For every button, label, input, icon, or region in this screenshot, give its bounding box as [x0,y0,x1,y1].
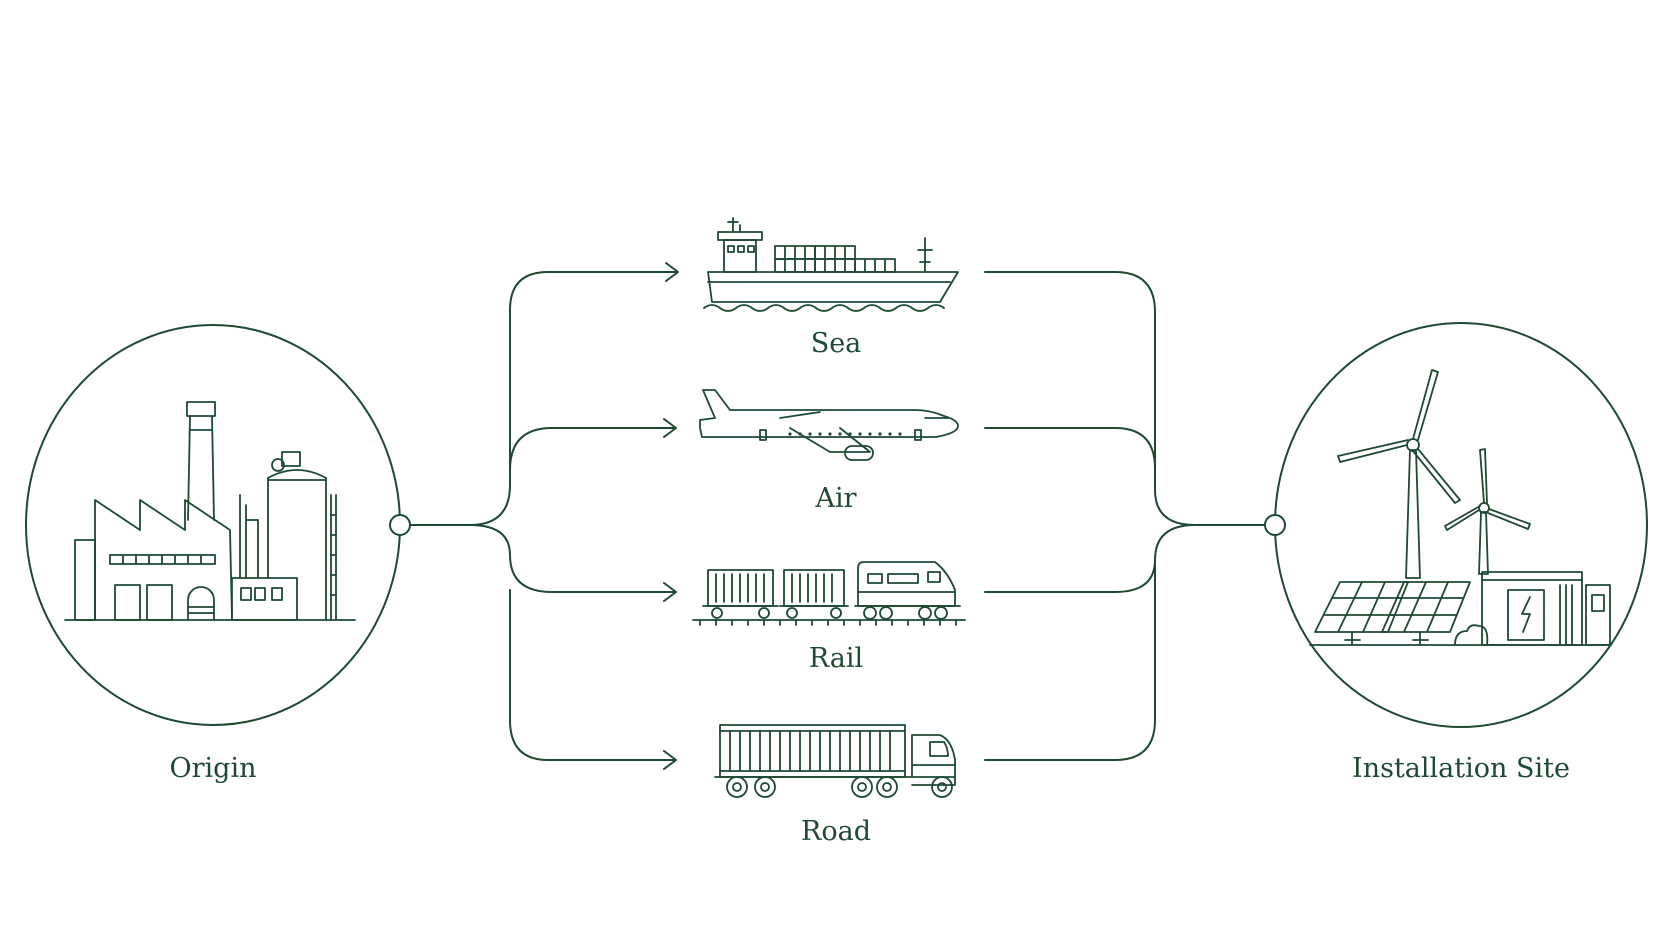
arrowhead-sea [665,262,679,282]
connector-to-sea [409,271,677,526]
container-truck-icon [714,724,956,798]
outbound-connectors [409,262,679,770]
origin-circle [25,324,401,726]
route-label-rail: Rail [808,643,864,674]
arrowhead-road [663,750,677,770]
route-label-road: Road [801,816,871,847]
destination-label: Installation Site [1352,753,1570,784]
freight-train-icon [692,561,966,626]
destination-connector-dot [1264,514,1286,536]
container-ship-icon [703,217,959,312]
connector-to-road [509,589,675,761]
route-label-air: Air [815,483,857,514]
airplane-icon [699,389,959,461]
connector-to-rail [469,524,675,593]
connector-from-air [984,427,1156,469]
origin-node [25,324,411,726]
factory-icon [64,401,356,621]
arrowhead-air [663,418,677,438]
inbound-connectors [984,271,1266,761]
connector-to-air [509,427,675,471]
origin-connector-dot [389,514,411,536]
renewable-energy-site-icon [1309,369,1611,646]
connector-from-rail [984,524,1196,593]
connector-from-sea [984,271,1266,526]
connector-from-road [984,559,1156,761]
destination-node [1264,322,1648,728]
origin-label: Origin [169,753,257,784]
arrowhead-rail [663,582,677,602]
destination-circle [1274,322,1648,728]
route-label-sea: Sea [810,328,862,359]
